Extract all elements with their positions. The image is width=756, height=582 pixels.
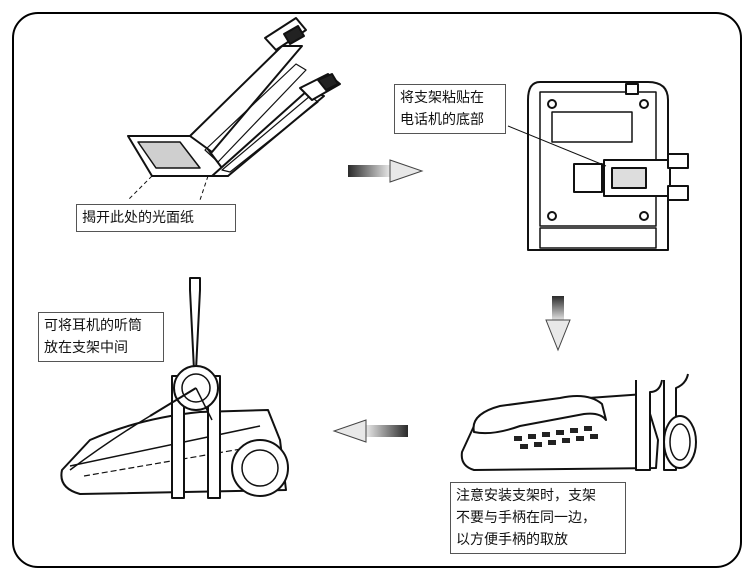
callout-line: 不要与手柄在同一边， [456,510,596,526]
callout-line: 注意安装支架时，支架 [456,488,596,504]
callout-line: 揭开此处的光面纸 [82,210,194,226]
bracket-illustration [127,17,341,201]
callout-peel-paper: 揭开此处的光面纸 [76,204,236,232]
callout-line: 将支架粘贴在 [400,90,484,106]
phone-back-illustration [507,81,689,251]
callout-attention: 注意安装支架时，支架 不要与手柄在同一边， 以方便手柄的取放 [450,482,626,554]
callout-line: 以方便手柄的取放 [456,532,568,548]
arrow-right [348,159,424,183]
callout-line: 放在支架中间 [44,340,128,356]
callout-handset: 可将耳机的听筒 放在支架中间 [38,312,164,362]
phone-with-headset-illustration [60,277,289,499]
arrow-left [332,419,408,443]
callout-stick-bracket: 将支架粘贴在 电话机的底部 [394,84,506,134]
diagram-frame [12,12,742,568]
callout-line: 可将耳机的听筒 [44,318,142,334]
arrow-down [545,296,571,352]
callout-line: 电话机的底部 [400,112,484,128]
phone-installed-illustration [460,373,697,471]
